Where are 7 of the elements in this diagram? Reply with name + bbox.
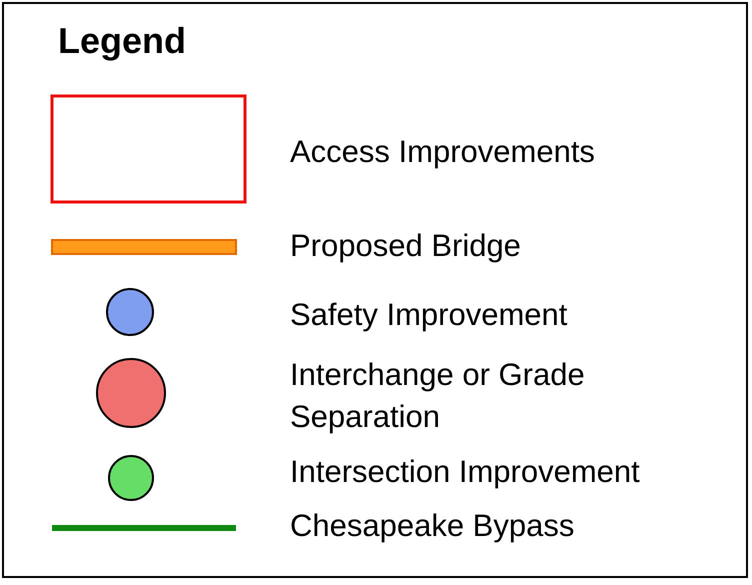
legend-label: Interchange or Grade Separation xyxy=(290,356,586,436)
legend-label: Intersection Improvement xyxy=(290,453,641,491)
legend-label: Chesapeake Bypass xyxy=(290,507,576,545)
legend-label: Access Improvements xyxy=(290,133,596,171)
legend-label: Proposed Bridge xyxy=(290,227,522,265)
legend-title: Legend xyxy=(58,20,186,62)
legend-label: Safety Improvement xyxy=(290,296,568,334)
